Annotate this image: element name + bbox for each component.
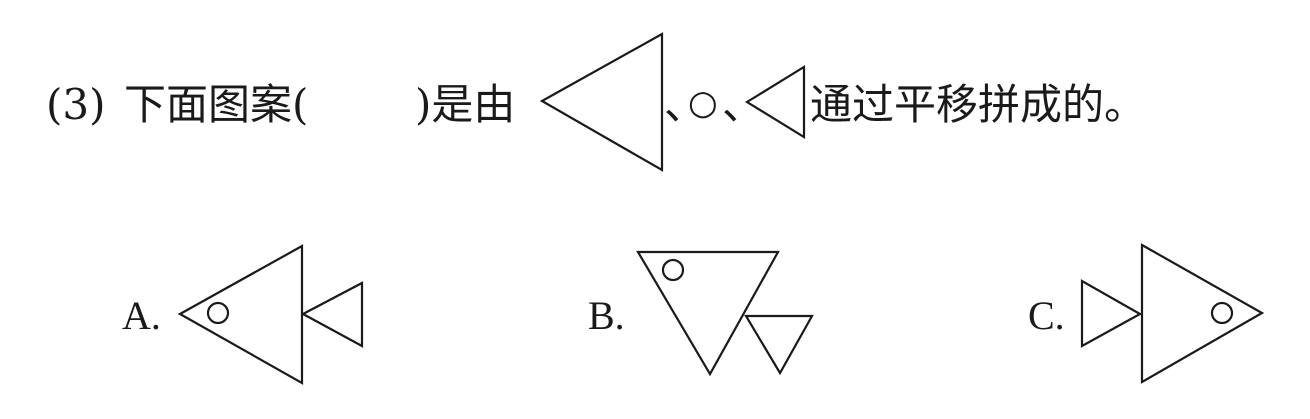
fish-b-eye	[661, 258, 685, 282]
option-b-label: B.	[588, 293, 625, 338]
option-a-label: A.	[122, 293, 161, 338]
fish-a-tail	[300, 281, 364, 348]
question-number: (3)	[46, 80, 106, 129]
fish-a-eye	[206, 301, 230, 325]
question-text-end: 通过平移拼成的。	[810, 80, 1147, 129]
large-triangle-shape	[539, 32, 664, 172]
fish-b-body	[636, 250, 780, 377]
option-c-label: C.	[1028, 293, 1065, 338]
fish-c-body	[1140, 243, 1265, 384]
question-text-start: 下面图案(	[124, 80, 309, 129]
fish-b-tail	[744, 314, 814, 376]
fish-c-eye	[1210, 301, 1234, 325]
fish-c-tail	[1080, 279, 1143, 348]
separator-1: 、	[664, 80, 707, 129]
answer-blank-close-and-text: )是由	[415, 80, 516, 129]
circle-glyph: ○	[688, 83, 718, 123]
separator-2: 、	[722, 80, 765, 129]
question-line: (3) 下面图案( )是由 、 ○ 、 通过平移拼成的。	[0, 0, 1310, 200]
small-triangle-shape	[744, 65, 806, 139]
